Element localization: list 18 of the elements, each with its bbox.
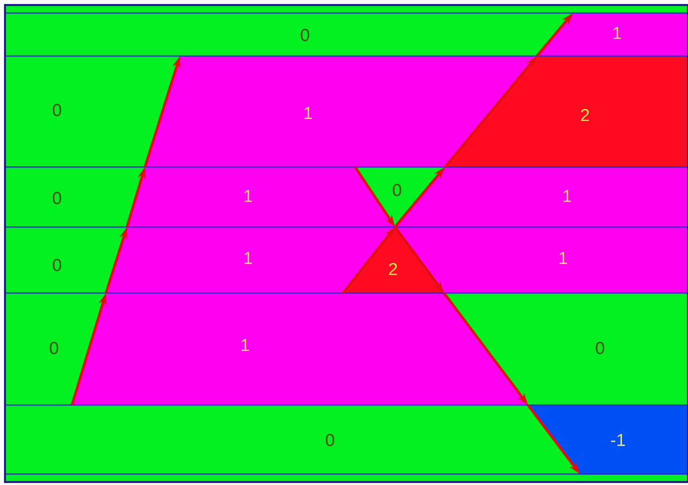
region-number: 0 — [326, 434, 334, 446]
region-number: 1 — [244, 252, 252, 264]
region-number: -1 — [611, 434, 625, 446]
region-number: 1 — [304, 107, 312, 119]
region-number: 0 — [52, 104, 62, 116]
region-number: 2 — [581, 108, 589, 122]
region-number: 1 — [244, 190, 252, 202]
region-number: 0 — [50, 342, 58, 354]
region-number: 0 — [300, 28, 310, 42]
region-number: 0 — [596, 342, 604, 354]
region-number: 2 — [389, 262, 397, 276]
region-number: 0 — [52, 258, 62, 272]
region-number: 1 — [242, 339, 249, 351]
region-number: 0 — [52, 192, 62, 204]
region-number: 1 — [614, 27, 621, 39]
region-number: 1 — [564, 190, 571, 202]
region-number: 1 — [560, 252, 567, 264]
region-number: 0 — [392, 184, 402, 196]
